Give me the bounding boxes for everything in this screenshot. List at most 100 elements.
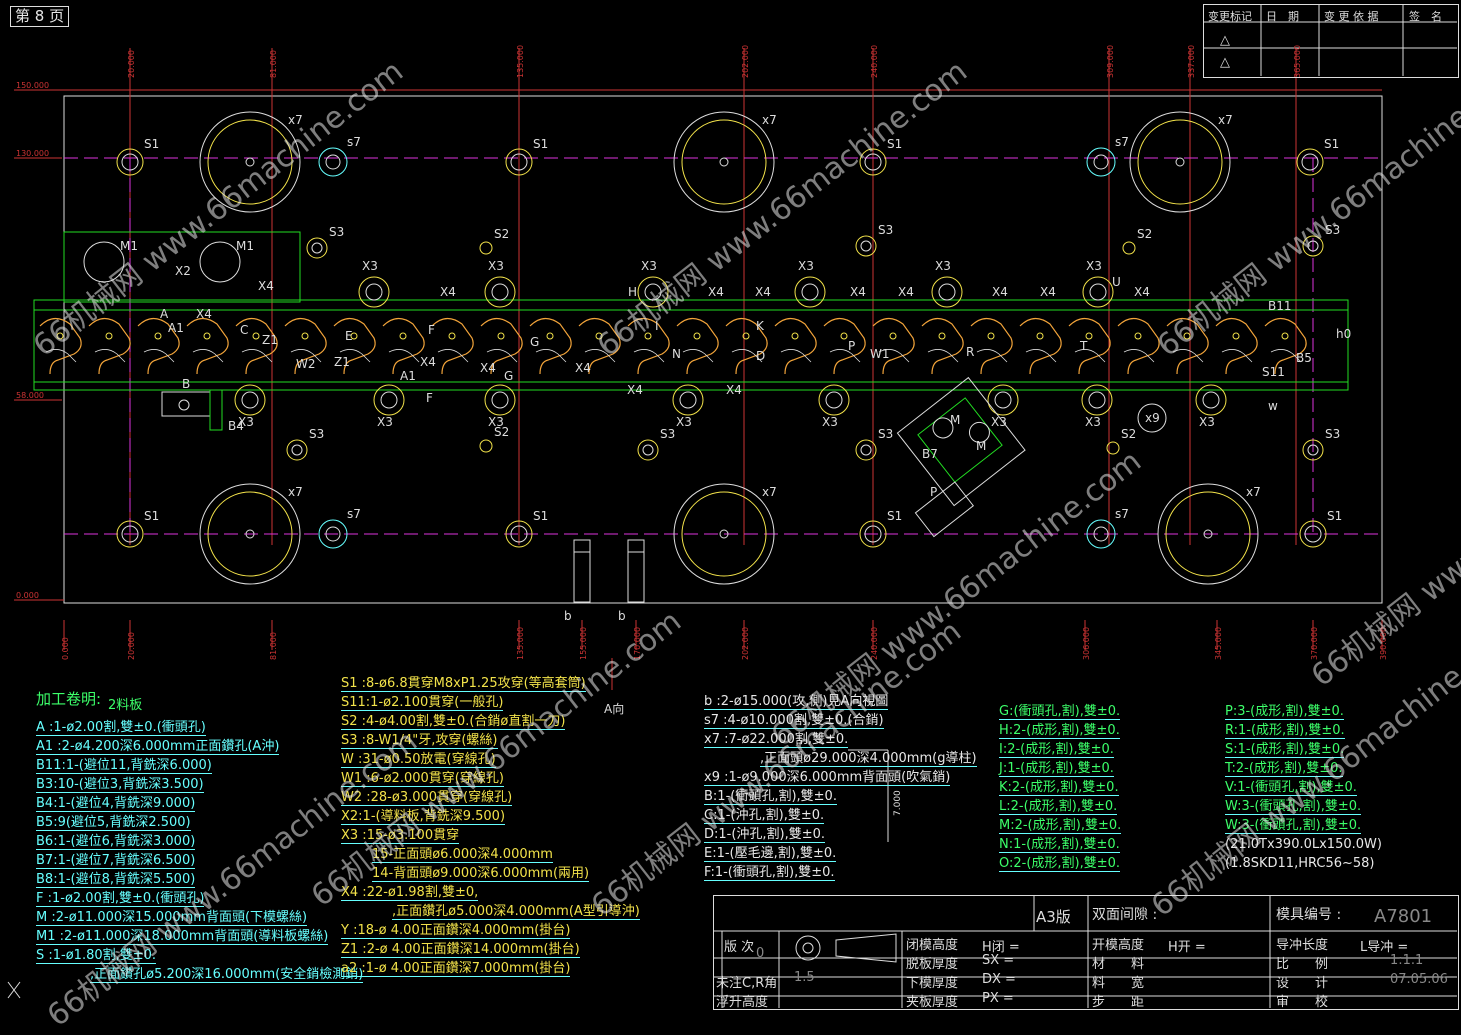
top-dim-label: 365.000	[1293, 45, 1302, 78]
strip-part-outline	[431, 317, 474, 375]
pilot-hole	[1232, 332, 1240, 340]
b4-hole	[178, 399, 190, 411]
projection-symbol-inner	[802, 942, 814, 954]
s2-hole	[1106, 441, 1120, 455]
x4-label: X4	[850, 285, 866, 299]
tb-ban-ci-value: 0	[756, 946, 765, 961]
bottom-dim-label: 170.000	[633, 627, 642, 660]
tb-px: PX =	[982, 991, 1014, 1006]
pilot-hole	[840, 332, 848, 340]
b7-m-label: M	[950, 413, 960, 427]
nr1-line: C:1-(沖孔,割),雙±0.	[704, 808, 825, 824]
strip-part-inner	[143, 349, 175, 363]
strip-part-inner	[1025, 349, 1057, 363]
tb-l-guide: L导冲 =	[1360, 940, 1409, 955]
nr3-line: P:3-(成形,割),雙±0.	[1225, 704, 1344, 720]
x2-label: X2	[175, 264, 191, 278]
x9-hole	[1137, 403, 1167, 433]
x4-label: X4	[258, 279, 274, 293]
nl-line: S :1-ø1.80割,雙±0.	[36, 948, 157, 964]
nr3-line: T:2-(成形,割),雙±0.	[1225, 761, 1343, 777]
x4-label: X4	[755, 285, 771, 299]
strip-station-label: K	[756, 319, 765, 333]
nr3-line: W:3-(衝頭孔,割),雙±0.	[1225, 818, 1362, 834]
s3-label: S3	[1325, 223, 1340, 237]
x3-inner	[241, 391, 259, 409]
top-dim-label: 240.000	[870, 45, 879, 78]
rev-row-2-triangle: △	[1220, 55, 1230, 70]
strip-station-label: h0	[1336, 327, 1351, 341]
left-dim-label: 0.000	[16, 591, 39, 600]
bottom-dim-label: 202.000	[741, 627, 750, 660]
strip-part-outline	[774, 317, 817, 375]
m1-label: M1	[120, 239, 138, 253]
x3-inner	[380, 391, 398, 409]
guide-post-inner	[207, 491, 293, 577]
strip-station-label: w	[1268, 399, 1278, 413]
strip-part-outline	[186, 317, 229, 375]
x4-label: X4	[898, 285, 914, 299]
s2-label: S2	[494, 227, 509, 241]
s1-hole-inner	[864, 525, 882, 543]
strip-station-label: U	[1112, 275, 1121, 289]
strip-part-outline	[1264, 317, 1307, 375]
guide-post-center	[719, 157, 729, 167]
x3-inner	[1202, 391, 1220, 409]
s3-inner	[860, 240, 872, 252]
guide-post-center	[1203, 529, 1213, 539]
strip-part-inner	[1172, 349, 1204, 363]
s3-inner	[1307, 240, 1319, 252]
s3-hole	[286, 439, 308, 461]
pilot-hole	[595, 332, 603, 340]
nr2-line: N:1-(成形,割),雙±0.	[999, 837, 1120, 853]
x3-inner	[679, 391, 697, 409]
a-direction-label: A向	[604, 701, 624, 716]
nr3-line: S:1-(成形,割),雙±0.	[1225, 742, 1345, 758]
pilot-hole	[742, 332, 750, 340]
s1-label: S1	[887, 509, 902, 523]
die-plate-outline	[63, 95, 1383, 604]
strip-station-label: G	[504, 369, 513, 383]
guide-post-circle	[673, 483, 775, 585]
strip-station-label: S11	[1262, 365, 1285, 379]
strip-part-outline	[382, 317, 425, 375]
strip-station-label: P	[848, 339, 855, 353]
b-label: b	[618, 609, 626, 623]
nm-line: S3 :8-W1/4"牙,攻穿(螺絲)	[341, 733, 498, 749]
b7-label: B7	[922, 447, 938, 461]
strip-station-label: B4	[228, 419, 244, 433]
strip-part-outline	[823, 317, 866, 375]
nr2-line: K:2-(成形,割),雙±0.	[999, 780, 1119, 796]
strip-station-label: C	[240, 323, 248, 337]
s1-hole	[505, 148, 533, 176]
strip-part-inner	[1123, 349, 1155, 363]
nr2-line: M:2-(成形,割),雙±0.	[999, 818, 1122, 834]
tb-clamp-thick: 夹板厚度	[906, 995, 959, 1010]
guide-post-center	[719, 529, 729, 539]
s7-inner	[1093, 154, 1109, 170]
strip-part-inner	[45, 349, 77, 363]
x7-label: x7	[762, 485, 777, 499]
tb-strip-thick: 脱板厚度	[906, 957, 959, 972]
x3-hole	[358, 276, 390, 308]
strip-station-label: B11	[1268, 299, 1292, 313]
tb-scale-label: 比 例	[1276, 957, 1329, 972]
s7-label: s7	[1115, 135, 1129, 149]
tb-design-label: 设 计	[1276, 976, 1329, 991]
guide-post-circle	[1157, 483, 1259, 585]
s2-hole	[479, 241, 493, 255]
m1-hole	[199, 241, 241, 283]
s2-label: S2	[1121, 427, 1136, 441]
guide-post-center	[245, 157, 255, 167]
pilot-hole	[546, 332, 554, 340]
strip-station-label: T	[1079, 339, 1088, 353]
tb-ban-ci: 版 次	[724, 940, 755, 955]
bottom-dim-label: 0.000	[61, 637, 70, 660]
strip-part-outline	[872, 317, 915, 375]
s1-label: S1	[533, 137, 548, 151]
x4-label: X4	[480, 361, 496, 375]
nl-line: ,正面鑽孔ø5.200深16.000mm(安全銷檢測銷)	[90, 967, 364, 983]
rev-header-sign: 签 名	[1409, 10, 1442, 23]
top-dim-label: 135.000	[516, 45, 525, 78]
nl-line: B8:1-(避位8,背銑深5.500)	[36, 872, 196, 888]
